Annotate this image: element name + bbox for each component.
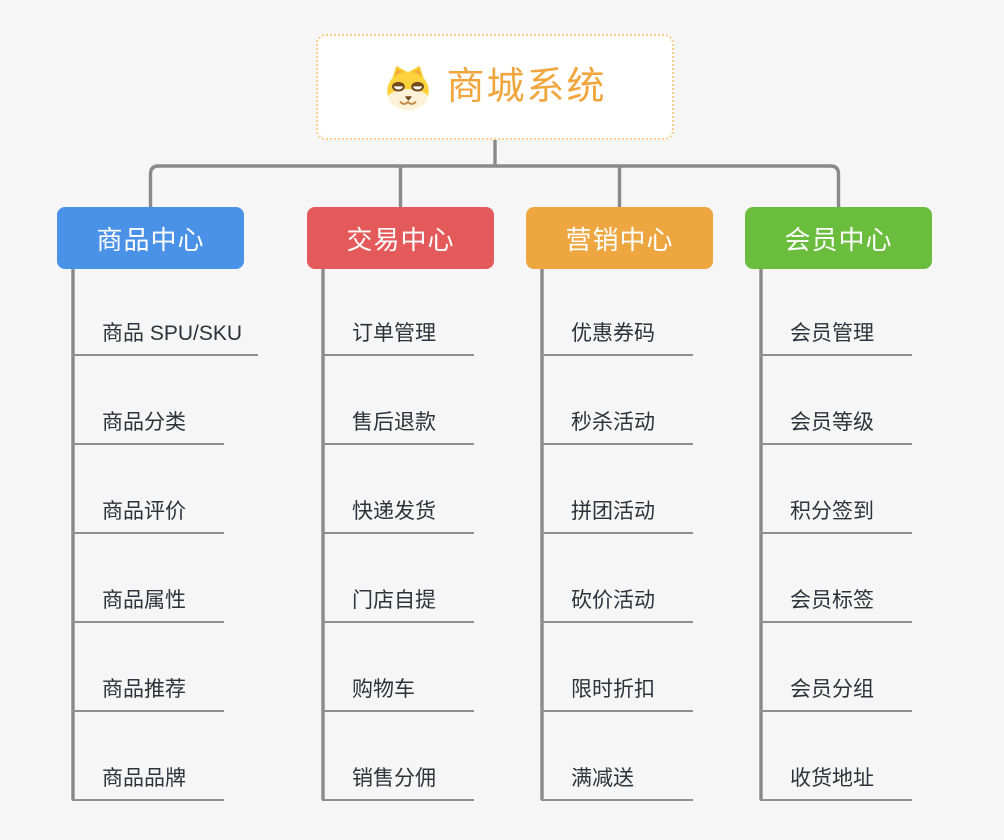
leaf-node[interactable]: 售后退款 <box>322 411 474 445</box>
leaf-node[interactable]: 限时折扣 <box>541 678 693 712</box>
leaf-node[interactable]: 订单管理 <box>322 322 474 356</box>
leaf-node[interactable]: 销售分佣 <box>322 767 474 801</box>
leaf-node[interactable]: 收货地址 <box>760 767 912 801</box>
leaf-node[interactable]: 商品品牌 <box>72 767 224 801</box>
leaf-node[interactable]: 商品 SPU/SKU <box>72 322 259 356</box>
leaf-node[interactable]: 优惠券码 <box>541 322 693 356</box>
leaf-node[interactable]: 满减送 <box>541 767 693 801</box>
leaf-node[interactable]: 商品推荐 <box>72 678 224 712</box>
leaf-node[interactable]: 商品评价 <box>72 500 224 534</box>
leaf-node[interactable]: 砍价活动 <box>541 589 693 623</box>
dog-face-icon <box>387 65 430 110</box>
leaf-node[interactable]: 会员分组 <box>760 678 912 712</box>
branch-node[interactable]: 交易中心 <box>307 207 494 269</box>
branch-node[interactable]: 商品中心 <box>57 207 244 269</box>
leaf-node[interactable]: 商品分类 <box>72 411 224 445</box>
leaf-node[interactable]: 购物车 <box>322 678 474 712</box>
leaf-node[interactable]: 拼团活动 <box>541 500 693 534</box>
leaf-node[interactable]: 会员管理 <box>760 322 912 356</box>
leaf-node[interactable]: 门店自提 <box>322 589 474 623</box>
leaf-node[interactable]: 会员等级 <box>760 411 912 445</box>
leaf-node[interactable]: 商品属性 <box>72 589 224 623</box>
leaf-node[interactable]: 快递发货 <box>322 500 474 534</box>
root-node[interactable]: 商城系统 <box>316 34 674 140</box>
root-title: 商城系统 <box>446 66 607 108</box>
leaf-node[interactable]: 秒杀活动 <box>541 411 693 445</box>
leaf-node[interactable]: 会员标签 <box>760 589 912 623</box>
branch-node[interactable]: 营销中心 <box>526 207 713 269</box>
branch-node[interactable]: 会员中心 <box>745 207 932 269</box>
leaf-node[interactable]: 积分签到 <box>760 500 912 534</box>
